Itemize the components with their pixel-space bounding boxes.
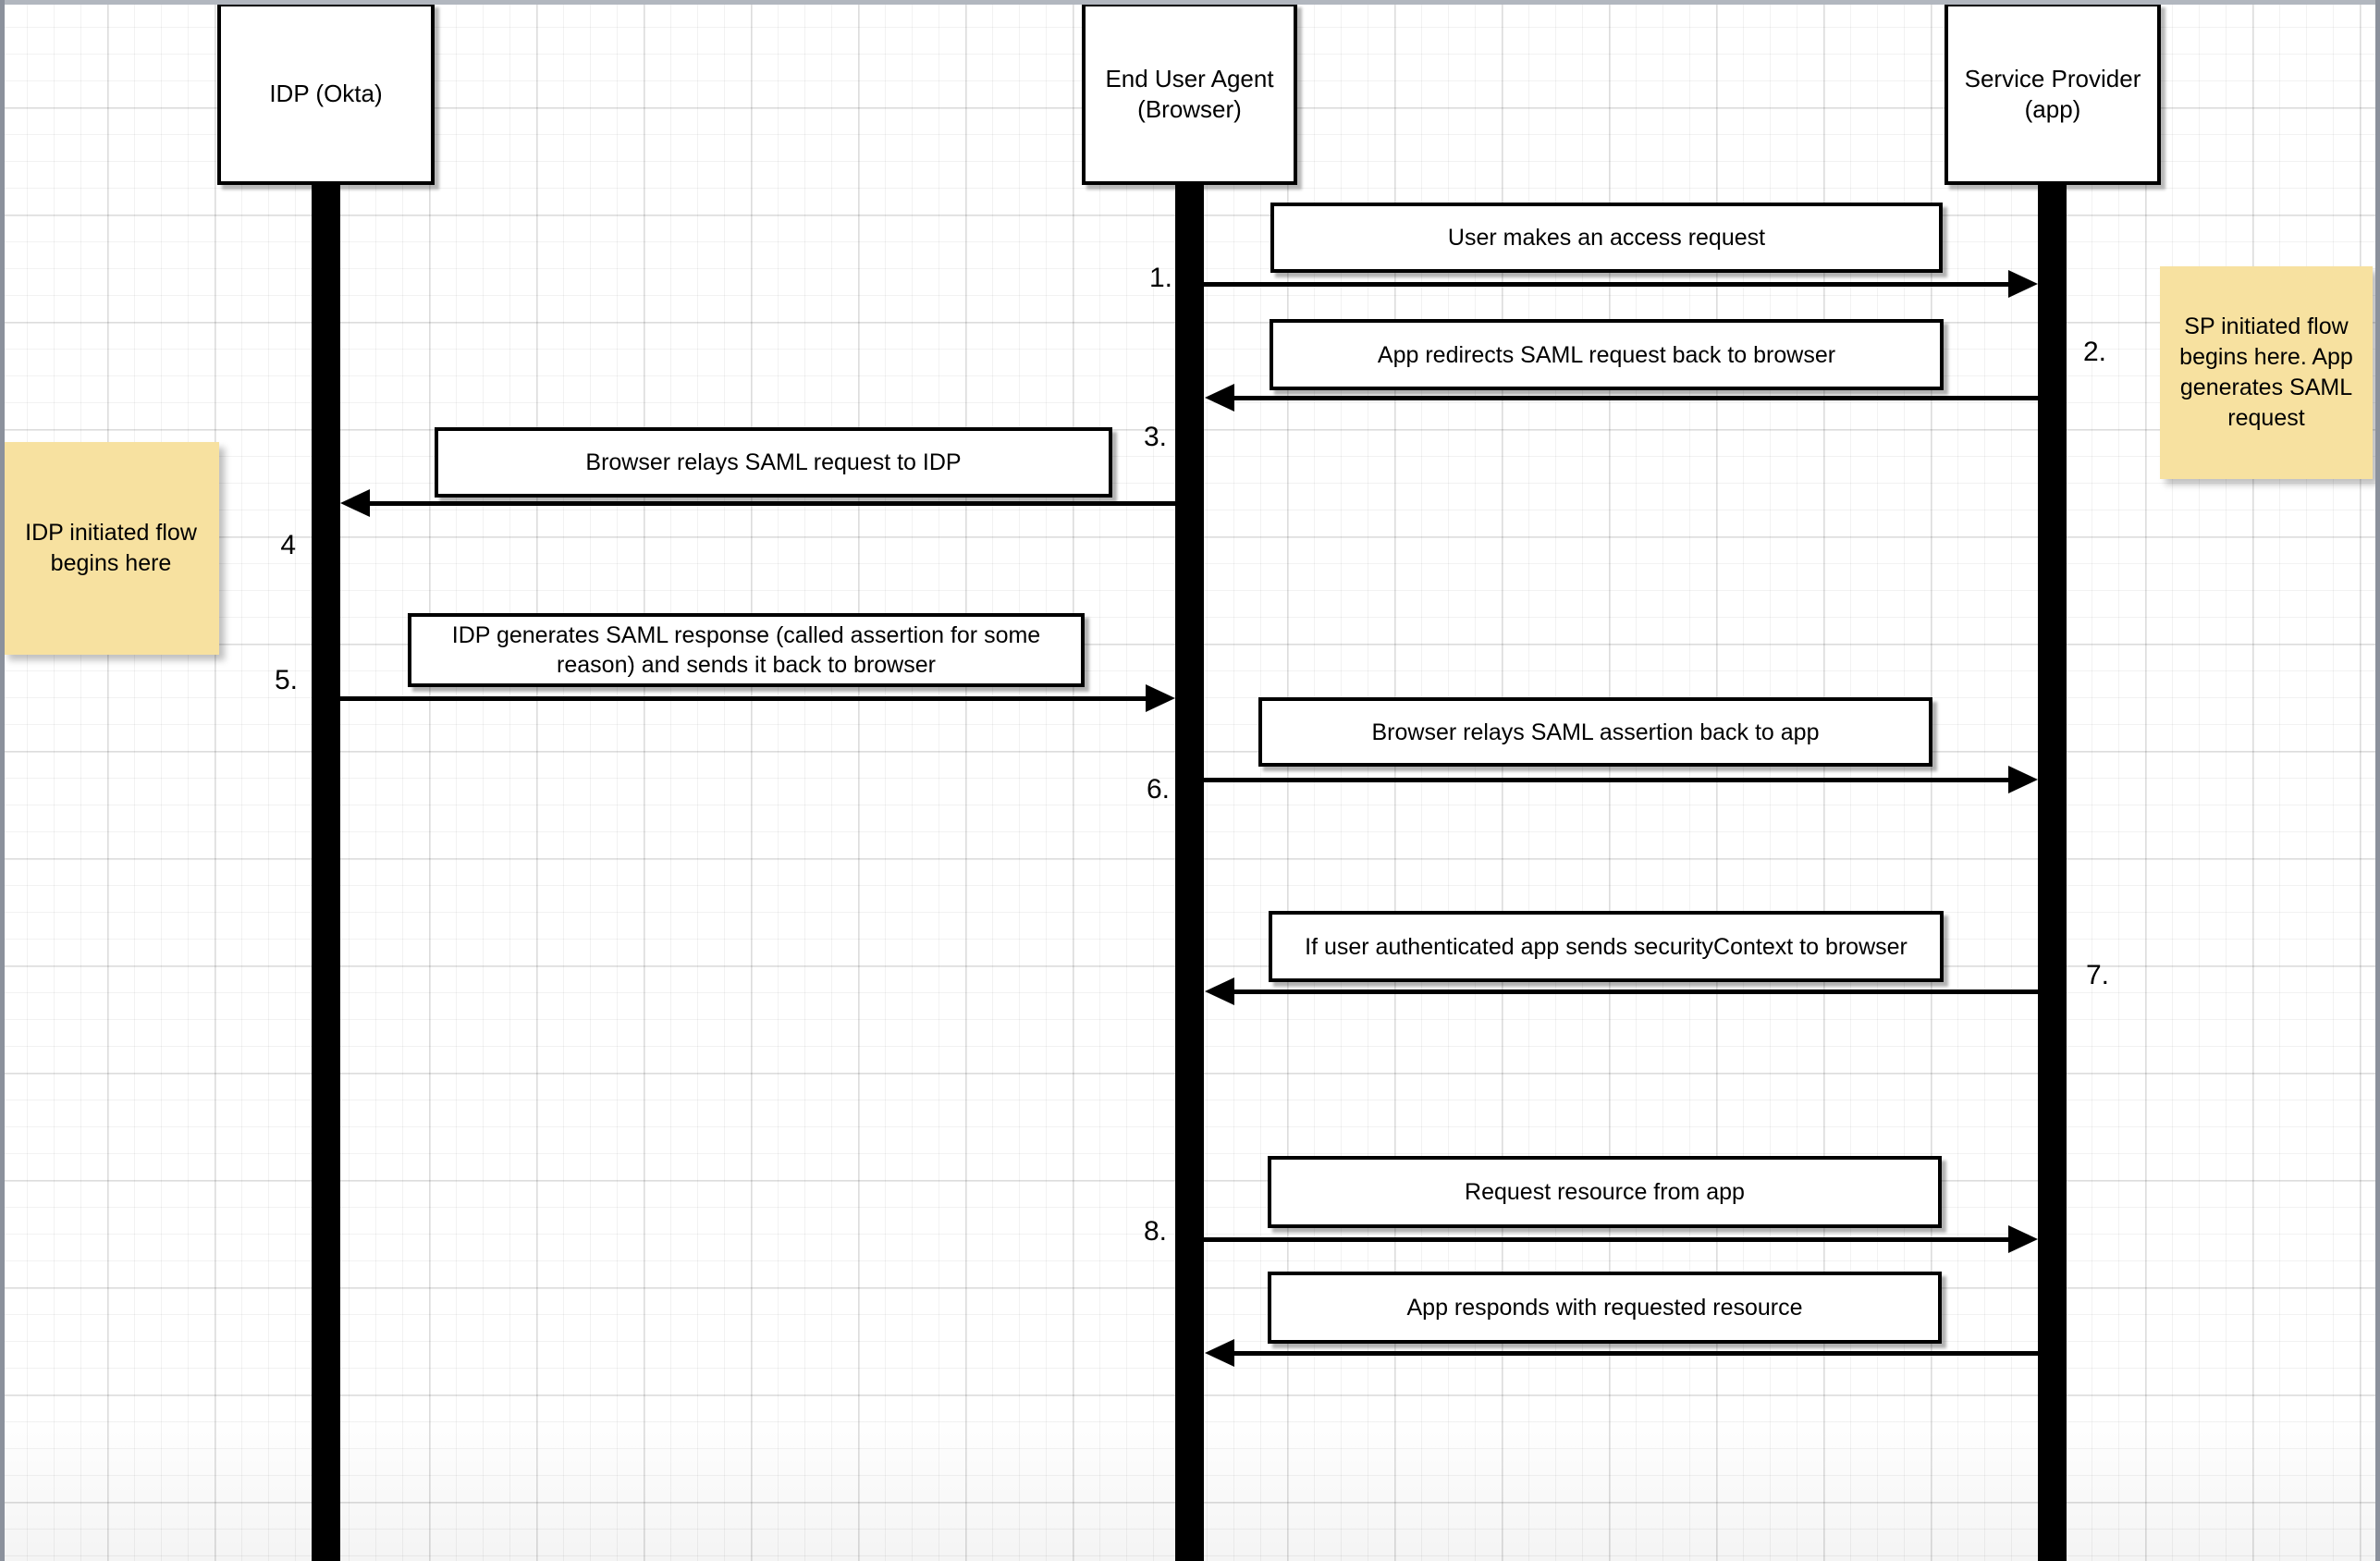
frame-edge-right — [2375, 0, 2380, 1561]
message-arrow-6[interactable] — [1204, 778, 2012, 782]
note-sp-initiated[interactable]: SP initiated flow begins here. App gener… — [2160, 266, 2373, 479]
message-box-1[interactable]: User makes an access request — [1270, 203, 1943, 273]
arrowhead-left-icon — [1205, 1339, 1234, 1367]
arrowhead-right-icon — [2008, 270, 2038, 298]
message-number-2: 2. — [2083, 337, 2107, 367]
message-label-9: App responds with requested resource — [1406, 1295, 1803, 1321]
actor-idp-label: IDP (Okta) — [269, 80, 383, 107]
message-number-7: 7. — [2086, 960, 2110, 990]
message-box-8[interactable]: Request resource from app — [1268, 1156, 1942, 1228]
message-box-9[interactable]: App responds with requested resource — [1268, 1272, 1942, 1344]
message-label-7: If user authenticated app sends security… — [1305, 933, 1908, 960]
message-arrow-5[interactable] — [340, 696, 1146, 701]
message-arrow-7[interactable] — [1230, 989, 2038, 994]
arrowhead-right-icon — [2008, 1225, 2038, 1253]
actor-browser[interactable]: End User Agent (Browser) — [1082, 3, 1297, 185]
message-number-5: 5. — [274, 665, 298, 695]
actor-sp[interactable]: Service Provider (app) — [1944, 3, 2161, 185]
message-number-3: 3. — [1143, 422, 1167, 452]
message-box-6[interactable]: Browser relays SAML assertion back to ap… — [1258, 697, 1932, 767]
message-box-7[interactable]: If user authenticated app sends security… — [1269, 911, 1944, 982]
frame-edge-left — [0, 0, 5, 1561]
frame-edge-top — [0, 0, 2380, 5]
message-number-1: 1. — [1148, 263, 1172, 293]
message-arrow-1[interactable] — [1204, 282, 2012, 287]
message-arrow-3[interactable] — [365, 501, 1175, 506]
lifeline-idp[interactable] — [312, 182, 340, 1561]
message-label-8: Request resource from app — [1465, 1179, 1745, 1205]
actor-sp-label: Service Provider (app) — [1964, 64, 2141, 123]
message-label-5: IDP generates SAML response (called asse… — [451, 622, 1041, 678]
arrowhead-left-icon — [1205, 384, 1234, 412]
note-sp-initiated-text: SP initiated flow begins here. App gener… — [2179, 313, 2353, 431]
message-number-4: 4 — [280, 530, 296, 560]
message-box-5[interactable]: IDP generates SAML response (called asse… — [408, 613, 1085, 687]
note-idp-initiated-text: IDP initiated flow begins here — [25, 520, 197, 576]
message-label-3: Browser relays SAML request to IDP — [585, 449, 962, 475]
note-idp-initiated[interactable]: IDP initiated flow begins here — [3, 442, 219, 655]
message-arrow-2[interactable] — [1230, 396, 2038, 400]
message-arrow-9[interactable] — [1230, 1351, 2038, 1356]
message-box-3[interactable]: Browser relays SAML request to IDP — [435, 427, 1112, 498]
actor-browser-label: End User Agent (Browser) — [1105, 64, 1274, 123]
lifeline-browser[interactable] — [1175, 182, 1204, 1561]
lifeline-sp[interactable] — [2038, 182, 2067, 1561]
message-arrow-8[interactable] — [1204, 1237, 2012, 1242]
message-number-8: 8. — [1143, 1216, 1167, 1247]
arrowhead-right-icon — [1146, 684, 1175, 712]
message-label-2: App redirects SAML request back to brows… — [1377, 341, 1836, 368]
message-number-6: 6. — [1146, 774, 1170, 805]
message-label-6: Browser relays SAML assertion back to ap… — [1371, 719, 1820, 745]
arrowhead-left-icon — [340, 489, 370, 517]
actor-idp[interactable]: IDP (Okta) — [217, 3, 435, 185]
message-label-1: User makes an access request — [1447, 225, 1766, 251]
arrowhead-left-icon — [1205, 977, 1234, 1005]
message-box-2[interactable]: App redirects SAML request back to brows… — [1270, 319, 1944, 390]
arrowhead-right-icon — [2008, 766, 2038, 793]
